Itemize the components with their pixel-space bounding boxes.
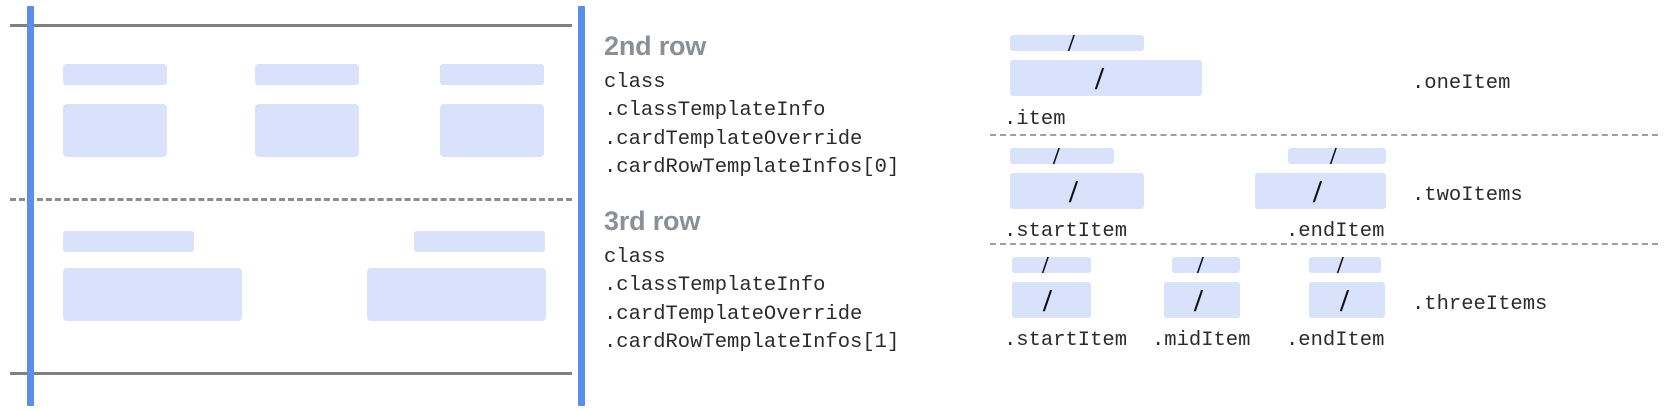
second-row-description: 2nd row class .classTemplateInfo .cardTe… xyxy=(604,31,899,183)
row2-cell1-label-bar xyxy=(63,64,167,85)
row2-cell2-content-box xyxy=(255,104,359,157)
code-line: .classTemplateInfo xyxy=(604,99,826,123)
three-items-end-label-slash: / xyxy=(1337,253,1344,279)
two-items-row-label: .twoItems xyxy=(1412,184,1523,207)
row2-cell1-content-box xyxy=(63,104,167,157)
second-row-title: 2nd row xyxy=(604,31,707,61)
code-line: .cardRowTemplateInfos[0] xyxy=(604,156,900,180)
one-item-label-chip xyxy=(1010,35,1144,51)
two-items-end-item-label: .endItem xyxy=(1286,220,1385,243)
one-item-row-label: .oneItem xyxy=(1412,72,1511,95)
row3-cell1-label-bar xyxy=(63,231,194,252)
row3-cell2-content-box xyxy=(367,268,546,321)
wireframe-top-rule xyxy=(10,24,572,27)
third-row-description: 3rd row class .classTemplateInfo .cardTe… xyxy=(604,206,899,358)
two-items-start-label-slash: / xyxy=(1053,144,1060,170)
one-item-content-slash: / xyxy=(1095,60,1104,96)
code-line: .classTemplateInfo xyxy=(604,274,826,298)
variant-separator-2 xyxy=(990,243,1658,245)
second-row-code-lines: class .classTemplateInfo .cardTemplateOv… xyxy=(604,69,899,183)
row2-cell3-label-bar xyxy=(440,64,544,85)
two-items-start-item-label: .startItem xyxy=(1004,220,1128,243)
two-items-end-label-slash: / xyxy=(1330,144,1337,170)
three-items-end-label-chip xyxy=(1309,257,1381,273)
row2-cell3-content-box xyxy=(440,104,544,157)
two-items-end-label-chip xyxy=(1288,148,1386,164)
one-item-item-label: .item xyxy=(1004,108,1066,131)
wireframe-bottom-rule xyxy=(10,372,572,375)
three-items-start-item-label: .startItem xyxy=(1004,329,1128,352)
row3-cell2-label-bar xyxy=(414,231,545,252)
two-items-end-content-chip xyxy=(1255,173,1386,209)
three-items-mid-content-slash: / xyxy=(1194,282,1203,318)
code-line: .cardRowTemplateInfos[1] xyxy=(604,331,900,355)
three-items-mid-content-chip xyxy=(1164,282,1240,318)
wireframe-right-guide xyxy=(578,6,585,406)
code-line: .cardTemplateOverride xyxy=(604,302,863,326)
three-items-start-content-chip xyxy=(1012,282,1091,318)
row2-cell2-label-bar xyxy=(255,64,359,85)
wireframe-left-guide xyxy=(27,6,34,406)
three-items-mid-label-slash: / xyxy=(1197,253,1204,279)
three-items-row-label: .threeItems xyxy=(1412,293,1548,316)
third-row-title: 3rd row xyxy=(604,206,701,236)
left-wireframe-panel xyxy=(0,0,640,412)
two-items-start-label-chip xyxy=(1010,148,1114,164)
wireframe-row-divider xyxy=(10,198,572,201)
three-items-mid-label-chip xyxy=(1172,257,1240,273)
two-items-start-content-chip xyxy=(1010,173,1144,209)
code-line: class xyxy=(604,70,666,94)
three-items-end-content-chip xyxy=(1309,282,1385,318)
three-items-start-label-chip xyxy=(1012,257,1091,273)
code-line: .cardTemplateOverride xyxy=(604,127,863,151)
three-items-start-label-slash: / xyxy=(1042,253,1049,279)
third-row-code-lines: class .classTemplateInfo .cardTemplateOv… xyxy=(604,244,899,358)
one-item-content-chip xyxy=(1010,60,1202,96)
two-items-start-content-slash: / xyxy=(1069,173,1078,209)
three-items-mid-item-label: .midItem xyxy=(1152,329,1251,352)
two-items-end-content-slash: / xyxy=(1313,173,1322,209)
one-item-label-slash: / xyxy=(1068,31,1075,57)
three-items-start-content-slash: / xyxy=(1043,282,1052,318)
three-items-end-content-slash: / xyxy=(1340,282,1349,318)
row3-cell1-content-box xyxy=(63,268,242,321)
code-line: class xyxy=(604,245,666,269)
variant-separator-1 xyxy=(990,134,1658,136)
three-items-end-item-label: .endItem xyxy=(1286,329,1385,352)
